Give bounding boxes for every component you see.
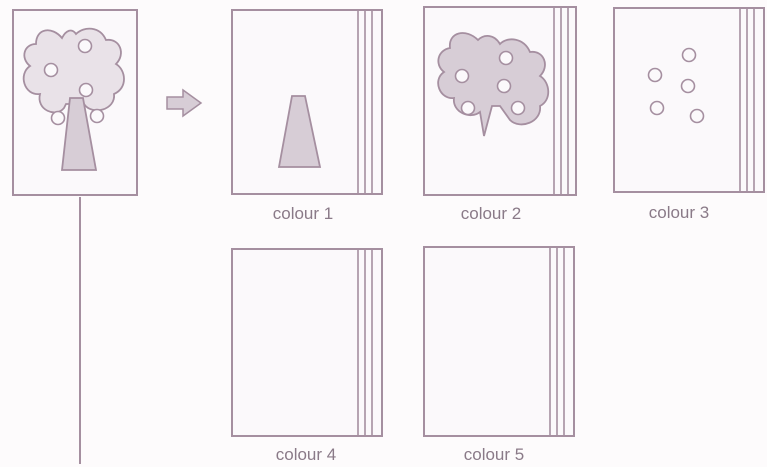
colour-2-plate [424,7,576,195]
colour-5-plate [424,247,574,436]
colour-1-label: colour 1 [273,204,333,223]
colour-1-plate [232,10,382,194]
colour-3-plate [614,8,764,192]
colour-2-label: colour 2 [461,204,521,223]
right-arrow-icon [167,90,201,116]
original-print-card [13,10,137,195]
colour-4-label: colour 4 [276,445,336,464]
colour-3-label: colour 3 [649,203,709,222]
colour-4-plate [232,249,382,436]
colour-5-label: colour 5 [464,445,524,464]
